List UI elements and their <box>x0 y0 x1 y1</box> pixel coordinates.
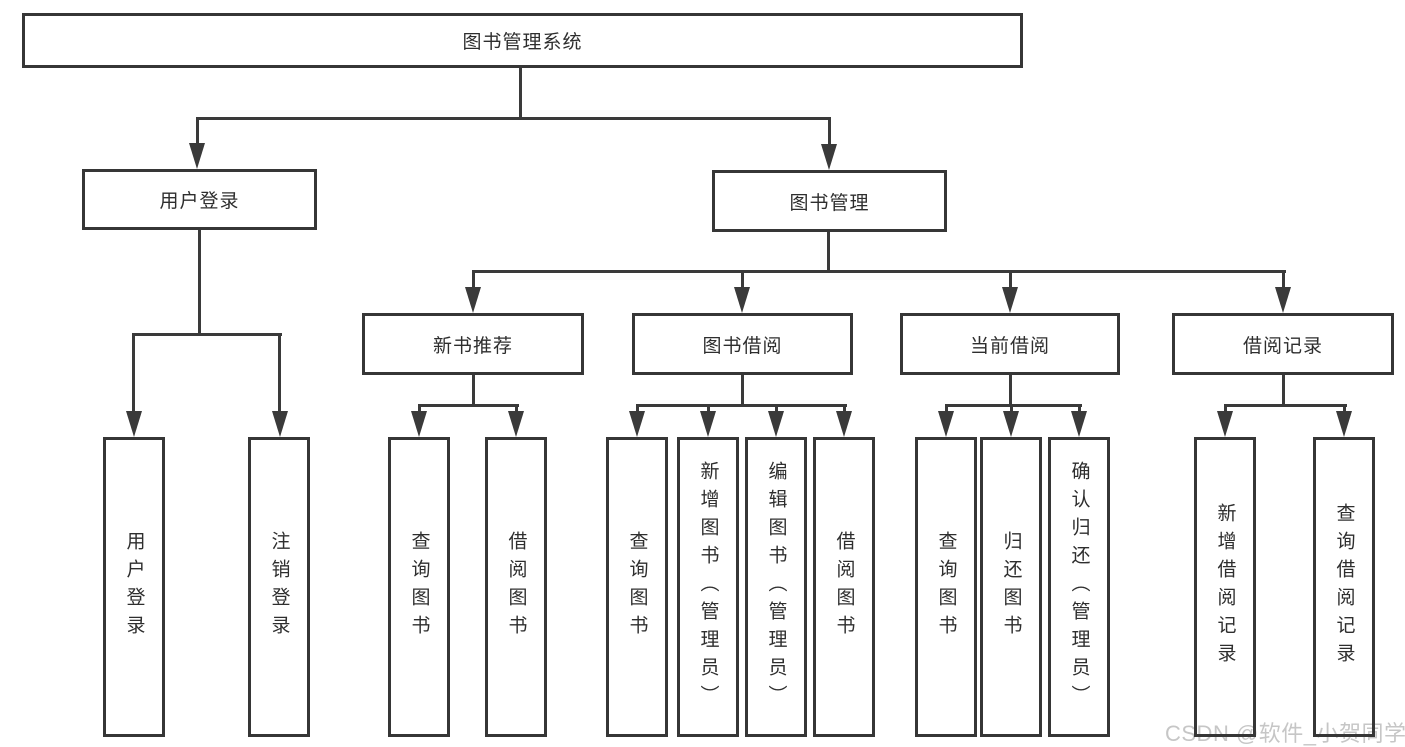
leaf-query-borrow-record-label: 查询借阅记录 <box>1333 503 1355 671</box>
connector-g2-rail <box>637 404 847 407</box>
connector-drop-current-borrow <box>1009 270 1012 290</box>
arrowhead <box>272 411 288 437</box>
connector-g4-drop1 <box>1224 404 1227 414</box>
connector-g3-drop1 <box>945 404 948 414</box>
node-root: 图书管理系统 <box>22 13 1023 68</box>
connector-g1-drop1 <box>418 404 421 414</box>
connector-drop-book-borrow <box>741 270 744 290</box>
leaf-borrow-books: 借阅图书 <box>813 437 875 737</box>
connector-g2-drop4 <box>843 404 846 414</box>
arrowhead <box>508 411 524 437</box>
connector-g2-stem <box>741 375 744 406</box>
connector-g3-drop3 <box>1078 404 1081 414</box>
arrowhead <box>1002 287 1018 313</box>
leaf-confirm-return-admin-label: 确认归还（管理员） <box>1068 461 1090 713</box>
connector-g4-rail <box>1225 404 1347 407</box>
node-new-book-recommend-label: 新书推荐 <box>432 335 513 357</box>
leaf-return-books: 归还图书 <box>980 437 1042 737</box>
arrowhead <box>126 411 142 437</box>
leaf-query-books-current: 查询图书 <box>915 437 977 737</box>
leaf-return-books-label: 归还图书 <box>1000 531 1022 643</box>
connector-drop-leaf-logout <box>278 333 281 413</box>
leaf-edit-books-admin: 编辑图书（管理员） <box>745 437 807 737</box>
connector-g1-stem <box>472 375 475 406</box>
connector-drop-user-login <box>196 117 199 146</box>
connector-root-rail <box>197 117 831 120</box>
leaf-query-books-recommend: 查询图书 <box>388 437 450 737</box>
node-borrow-records: 借阅记录 <box>1172 313 1394 375</box>
arrowhead <box>836 411 852 437</box>
leaf-add-borrow-record: 新增借阅记录 <box>1194 437 1256 737</box>
node-current-borrow-label: 当前借阅 <box>969 335 1050 357</box>
leaf-confirm-return-admin: 确认归还（管理员） <box>1048 437 1110 737</box>
connector-g3-drop2 <box>1010 404 1013 414</box>
arrowhead <box>1071 411 1087 437</box>
node-new-book-recommend: 新书推荐 <box>362 313 584 375</box>
arrowhead <box>734 287 750 313</box>
node-borrow-records-label: 借阅记录 <box>1242 335 1323 357</box>
csdn-watermark: CSDN @软件_小贺同学 <box>1165 721 1405 746</box>
leaf-query-books-current-label: 查询图书 <box>935 531 957 643</box>
connector-g4-drop2 <box>1343 404 1346 414</box>
arrowhead <box>465 287 481 313</box>
leaf-query-borrow-record: 查询借阅记录 <box>1313 437 1375 737</box>
connector-g1-rail <box>419 404 519 407</box>
node-user-login-label: 用户登录 <box>159 191 240 212</box>
arrowhead <box>1217 411 1233 437</box>
node-current-borrow: 当前借阅 <box>900 313 1120 375</box>
leaf-borrow-books-recommend: 借阅图书 <box>485 437 547 737</box>
node-book-management-label: 图书管理 <box>789 192 870 214</box>
connector-drop-leaf-login <box>132 333 135 413</box>
arrowhead <box>700 411 716 437</box>
connector-book-mgmt-rail <box>473 270 1286 273</box>
connector-user-login-stem <box>198 230 201 336</box>
node-book-borrow: 图书借阅 <box>632 313 853 375</box>
leaf-add-books-admin-label: 新增图书（管理员） <box>697 461 719 713</box>
connector-g2-drop2 <box>707 404 710 414</box>
leaf-add-borrow-record-label: 新增借阅记录 <box>1214 503 1236 671</box>
connector-g4-stem <box>1282 375 1285 406</box>
connector-g3-rail <box>946 404 1082 407</box>
node-book-borrow-label: 图书借阅 <box>702 335 783 357</box>
connector-g2-drop1 <box>636 404 639 414</box>
leaf-user-login-label: 用户登录 <box>123 531 145 643</box>
node-book-management: 图书管理 <box>712 170 947 232</box>
connector-drop-new-book <box>472 270 475 290</box>
arrowhead <box>1003 411 1019 437</box>
connector-drop-borrow-records <box>1282 270 1285 290</box>
connector-user-login-rail <box>134 333 282 336</box>
connector-drop-book-management <box>828 117 831 146</box>
arrowhead <box>411 411 427 437</box>
connector-g1-drop2 <box>515 404 518 414</box>
arrowhead <box>938 411 954 437</box>
leaf-logout-label: 注销登录 <box>268 531 290 643</box>
leaf-query-books-borrow-label: 查询图书 <box>626 531 648 643</box>
leaf-user-login: 用户登录 <box>103 437 165 737</box>
arrowhead <box>1275 287 1291 313</box>
leaf-borrow-books-label: 借阅图书 <box>833 531 855 643</box>
node-user-login: 用户登录 <box>82 169 317 230</box>
connector-root-stem <box>519 68 522 117</box>
node-root-label: 图书管理系统 <box>462 32 583 53</box>
leaf-add-books-admin: 新增图书（管理员） <box>677 437 739 737</box>
arrowhead <box>821 144 837 170</box>
arrowhead <box>768 411 784 437</box>
connector-g3-stem <box>1009 375 1012 406</box>
arrowhead <box>1336 411 1352 437</box>
connector-book-mgmt-stem <box>827 232 830 273</box>
leaf-borrow-books-recommend-label: 借阅图书 <box>505 531 527 643</box>
leaf-query-books-recommend-label: 查询图书 <box>408 531 430 643</box>
leaf-edit-books-admin-label: 编辑图书（管理员） <box>765 461 787 713</box>
connector-g2-drop3 <box>775 404 778 414</box>
arrowhead <box>629 411 645 437</box>
leaf-query-books-borrow: 查询图书 <box>606 437 668 737</box>
leaf-logout: 注销登录 <box>248 437 310 737</box>
arrowhead <box>189 143 205 169</box>
